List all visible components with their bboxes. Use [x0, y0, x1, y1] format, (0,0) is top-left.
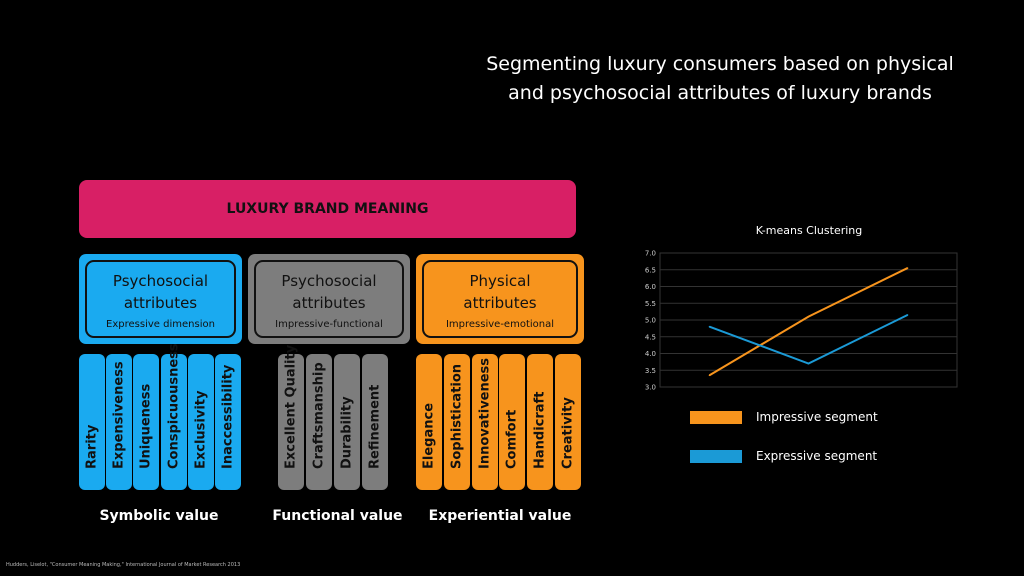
- value-label: Functional value: [272, 508, 403, 524]
- slide-title-line-2: and psychosocial attributes of luxury br…: [508, 82, 932, 104]
- data-point: [708, 325, 711, 328]
- attribute-column: Comfort: [499, 354, 526, 490]
- attribute-label: Conspicuousness: [166, 343, 182, 469]
- attribute-label: Craftsmanship: [311, 362, 327, 469]
- slide-title: Segmenting luxury consumers based on phy…: [455, 50, 985, 108]
- attribute-column: Refinement: [362, 354, 388, 490]
- y-tick-label: 5.5: [645, 300, 656, 308]
- y-tick-label: 5.0: [645, 317, 656, 325]
- value-label: Symbolic value: [99, 508, 219, 524]
- attribute-group-subtitle: Impressive-functional: [275, 319, 383, 330]
- attribute-group-title-line-2: attributes: [123, 294, 198, 312]
- series-line: [708, 267, 908, 377]
- attribute-group-title-line-2: attributes: [292, 294, 366, 312]
- attribute-column: Creativity: [555, 354, 581, 490]
- attribute-group-title-line-1: Psychosocial: [112, 272, 209, 290]
- attribute-group-title: Physical attributes: [424, 270, 576, 314]
- luxury-brand-meaning-bar: LUXURY BRAND MEANING: [79, 180, 576, 238]
- data-point: [807, 315, 810, 318]
- chart-title: K-means Clustering: [755, 224, 863, 237]
- y-tick-label: 4.5: [645, 333, 656, 341]
- attribute-column: Conspicuousness: [160, 343, 187, 490]
- attribute-column: Sophistication: [443, 354, 470, 490]
- y-tick-label: 3.0: [645, 384, 656, 392]
- y-tick-label: 3.5: [645, 367, 656, 375]
- attribute-column: Handicraft: [527, 354, 554, 490]
- slide-title-line-1: Segmenting luxury consumers based on phy…: [486, 53, 954, 75]
- attribute-group-subtitle: Expressive dimension: [106, 319, 215, 330]
- legend-label: Impressive segment: [756, 410, 878, 424]
- attribute-group-title-line-1: Psychosocial: [281, 272, 377, 290]
- data-point: [708, 374, 711, 377]
- attribute-column: Innovativeness: [471, 354, 498, 490]
- attribute-column: Craftsmanship: [306, 354, 332, 490]
- legend-swatch: [690, 450, 742, 463]
- attribute-label: Rarity: [84, 424, 100, 469]
- attribute-column: Durability: [334, 354, 360, 490]
- attribute-column: Rarity: [79, 354, 105, 490]
- attribute-column: Exclusivity: [187, 354, 214, 490]
- citation: Hudders, Liselot, "Consumer Meaning Maki…: [6, 562, 241, 568]
- attribute-label: Excellent Quality: [283, 344, 299, 469]
- legend-label: Expressive segment: [756, 449, 878, 463]
- data-point: [906, 314, 909, 316]
- attribute-column: Expensiveness: [106, 354, 133, 490]
- y-tick-label: 6.0: [645, 283, 656, 291]
- attribute-label: Elegance: [421, 402, 437, 469]
- attribute-group-title: Psychosocial attributes: [87, 270, 234, 314]
- y-tick-label: 4.0: [645, 350, 656, 358]
- k-means-line-chart: 3.0 3.5 4.0 4.5 5.0 5.5 6.0 6.5 7.0: [645, 250, 958, 392]
- y-tick-label: 6.5: [645, 266, 656, 274]
- attribute-group-title-line-2: attributes: [463, 294, 537, 312]
- attribute-label: Sophistication: [449, 363, 465, 469]
- attribute-label: Expensiveness: [111, 361, 127, 469]
- data-point: [906, 267, 909, 269]
- data-point: [807, 362, 810, 365]
- series-line: [709, 314, 908, 365]
- attribute-column: Uniqueness: [133, 354, 160, 490]
- attribute-column: Inaccessibility: [215, 354, 241, 490]
- attribute-label: Creativity: [560, 397, 576, 469]
- attribute-group-subtitle: Impressive-emotional: [445, 319, 555, 330]
- legend-swatch: [690, 411, 742, 424]
- attribute-label: Innovativeness: [477, 357, 493, 469]
- attribute-label: Comfort: [504, 409, 520, 469]
- attribute-group-title-line-1: Physical: [469, 272, 531, 290]
- attribute-column: Elegance: [416, 354, 442, 490]
- attribute-group-title: Psychosocial attributes: [256, 270, 402, 314]
- attribute-label: Inaccessibility: [220, 364, 236, 469]
- y-tick-label: 7.0: [645, 250, 656, 258]
- value-label: Experiential value: [428, 508, 572, 524]
- attribute-label: Handicraft: [532, 391, 548, 469]
- attribute-column: Excellent Quality: [278, 345, 304, 490]
- attribute-label: Durability: [339, 396, 355, 469]
- attribute-label: Uniqueness: [138, 383, 154, 469]
- attribute-label: Exclusivity: [193, 390, 209, 470]
- attribute-label: Refinement: [367, 384, 383, 469]
